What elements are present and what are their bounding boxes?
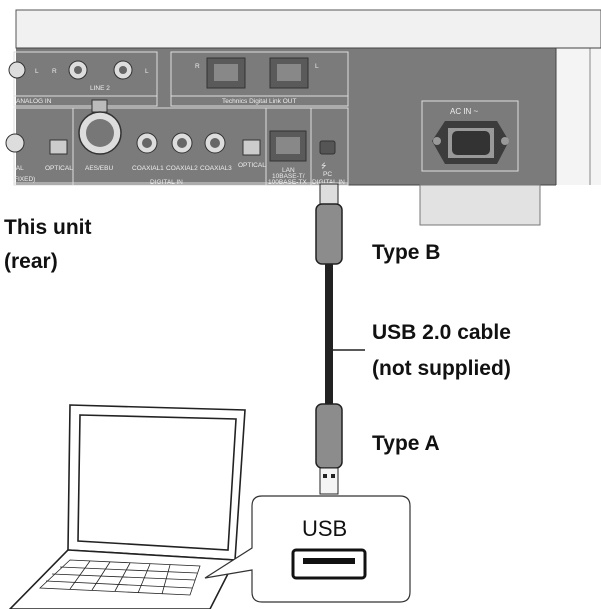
usb-port-callout: USB (204, 495, 411, 603)
link-out-ports (206, 57, 309, 89)
unit-foot (419, 184, 541, 226)
link-out-label: Technics Digital Link OUT (222, 98, 296, 105)
usb-cable (315, 183, 365, 495)
l-label: L (145, 68, 149, 75)
ac-in-label: AC IN ~ (450, 107, 479, 116)
usb-icon: ⭍ (321, 162, 327, 170)
lan-label: LAN (282, 167, 295, 174)
ac-inlet (432, 121, 509, 164)
usb-b-port (319, 140, 336, 155)
type-b-label: Type B (372, 241, 440, 264)
r-label: R (52, 68, 57, 75)
usb-port-label: USB (302, 516, 347, 541)
l-label: L (315, 63, 319, 70)
unit-rear-panel: LINE 2 ANALOG IN L R L R L Technics Digi… (5, 9, 601, 226)
coaxial1-label: COAXIAL1 (132, 165, 164, 172)
cable-label: USB 2.0 cable (372, 321, 511, 344)
analog-in-label: ANALOG IN (16, 98, 52, 105)
unit-sublabel: (rear) (4, 250, 58, 273)
coaxial-label: IAL (14, 165, 24, 172)
coaxial2-label: COAXIAL2 (166, 165, 198, 172)
digital-in-label: DIGITAL IN (312, 179, 345, 186)
laptop-computer (8, 404, 246, 609)
aes-ebu-connector (78, 99, 122, 155)
pc-label: PC (323, 171, 332, 178)
digital-in-label: DIGITAL IN (150, 179, 183, 186)
aes-ebu-label: AES/EBU (85, 165, 113, 172)
type-a-label: Type A (372, 432, 440, 455)
optical-label: OPTICAL (45, 165, 73, 172)
r-label: R (195, 63, 200, 70)
unit-label: This unit (4, 216, 92, 239)
lan-port (269, 130, 307, 162)
optical-label: OPTICAL (238, 162, 266, 169)
l-label: L (35, 68, 39, 75)
fixed-label: FIXED) (14, 176, 35, 183)
lan-spec-label: 100BASE-TX (268, 179, 307, 186)
cable-sublabel: (not supplied) (372, 357, 511, 380)
coaxial3-label: COAXIAL3 (200, 165, 232, 172)
line2-label: LINE 2 (90, 85, 110, 92)
lan-spec-label: 10BASE-T/ (272, 173, 305, 180)
